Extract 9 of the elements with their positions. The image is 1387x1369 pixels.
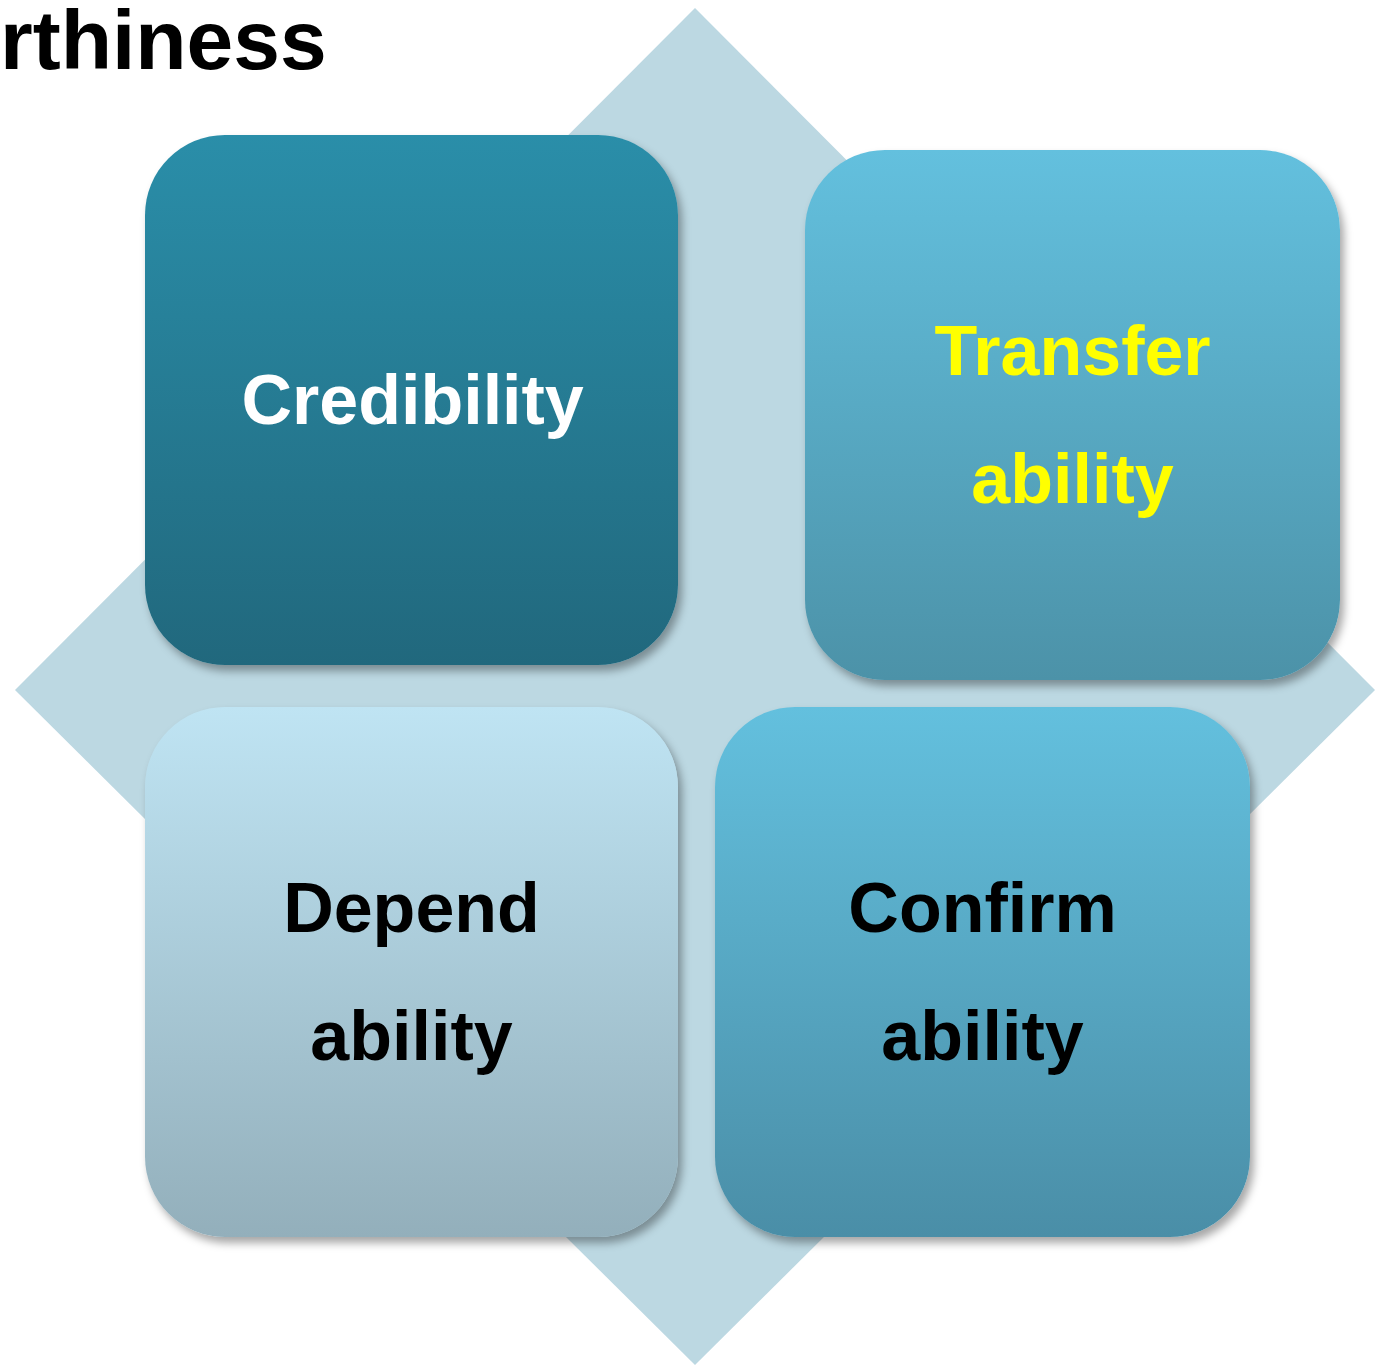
box-label: Transfer ability bbox=[933, 311, 1212, 520]
box-label: Depend ability bbox=[282, 868, 541, 1077]
rounded-box bbox=[145, 135, 678, 665]
box-label: Confirm ability bbox=[847, 868, 1118, 1077]
title: rthiness bbox=[0, 0, 327, 89]
box-label: Credibility bbox=[241, 360, 582, 441]
rounded-box bbox=[805, 150, 1340, 680]
rounded-box bbox=[145, 707, 678, 1237]
rounded-box bbox=[715, 707, 1250, 1237]
